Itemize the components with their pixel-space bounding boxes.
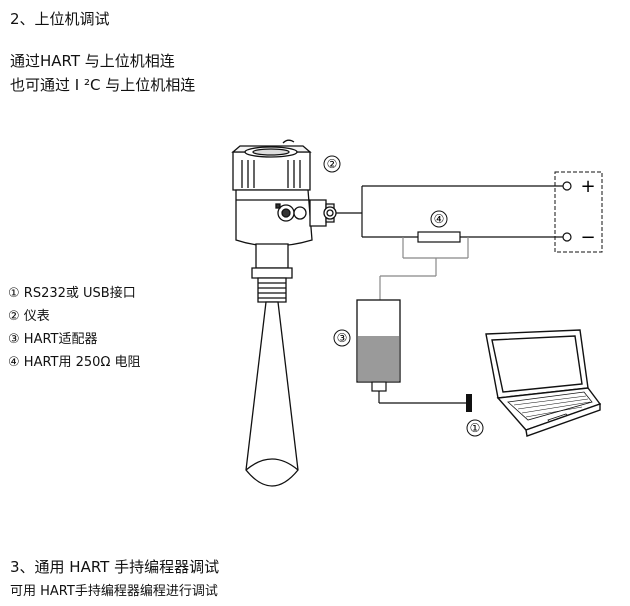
legend-num: ③: [8, 332, 20, 347]
callout-resistor: ④: [434, 212, 445, 226]
section3-line1: 可用 HART手持编程器编程进行调试: [10, 584, 218, 599]
resistor-250ohm: [417, 231, 461, 243]
section2-line1: 通过HART 与上位机相连: [10, 52, 175, 70]
callouts: [323, 155, 484, 437]
section2-line2: 也可通过 I ²C 与上位机相连: [10, 76, 196, 94]
legend-item-3: ③ HART适配器: [8, 328, 98, 347]
legend-num: ①: [8, 286, 20, 301]
loop-wires: [336, 185, 565, 238]
plus-sign: +: [580, 176, 595, 197]
legend-text: 仪表: [23, 309, 50, 324]
instrument: [231, 139, 337, 487]
legend-text: HART适配器: [23, 332, 98, 347]
section3-heading: 3、通用 HART 手持编程器调试: [10, 558, 220, 576]
minus-terminal: [562, 232, 572, 242]
hart-adapter: [356, 299, 401, 392]
usb-port: [466, 394, 472, 412]
legend-text: RS232或 USB接口: [23, 286, 136, 301]
legend-num: ②: [8, 309, 20, 324]
laptop: [485, 329, 602, 437]
power-supply: [554, 171, 603, 253]
minus-sign: −: [580, 227, 595, 248]
legend-text: HART用 250Ω 电阻: [23, 355, 141, 370]
legend-num: ④: [8, 355, 20, 370]
legend-item-2: ② 仪表: [8, 305, 50, 324]
callout-adapter: ③: [337, 331, 348, 345]
legend-item-4: ④ HART用 250Ω 电阻: [8, 351, 141, 370]
adapter-wires: [379, 237, 469, 300]
section2-heading: 2、上位机调试: [10, 10, 110, 28]
legend-item-1: ① RS232或 USB接口: [8, 282, 136, 301]
plus-terminal: [562, 181, 572, 191]
callout-instrument: ②: [327, 157, 338, 171]
callout-port: ①: [470, 421, 481, 435]
